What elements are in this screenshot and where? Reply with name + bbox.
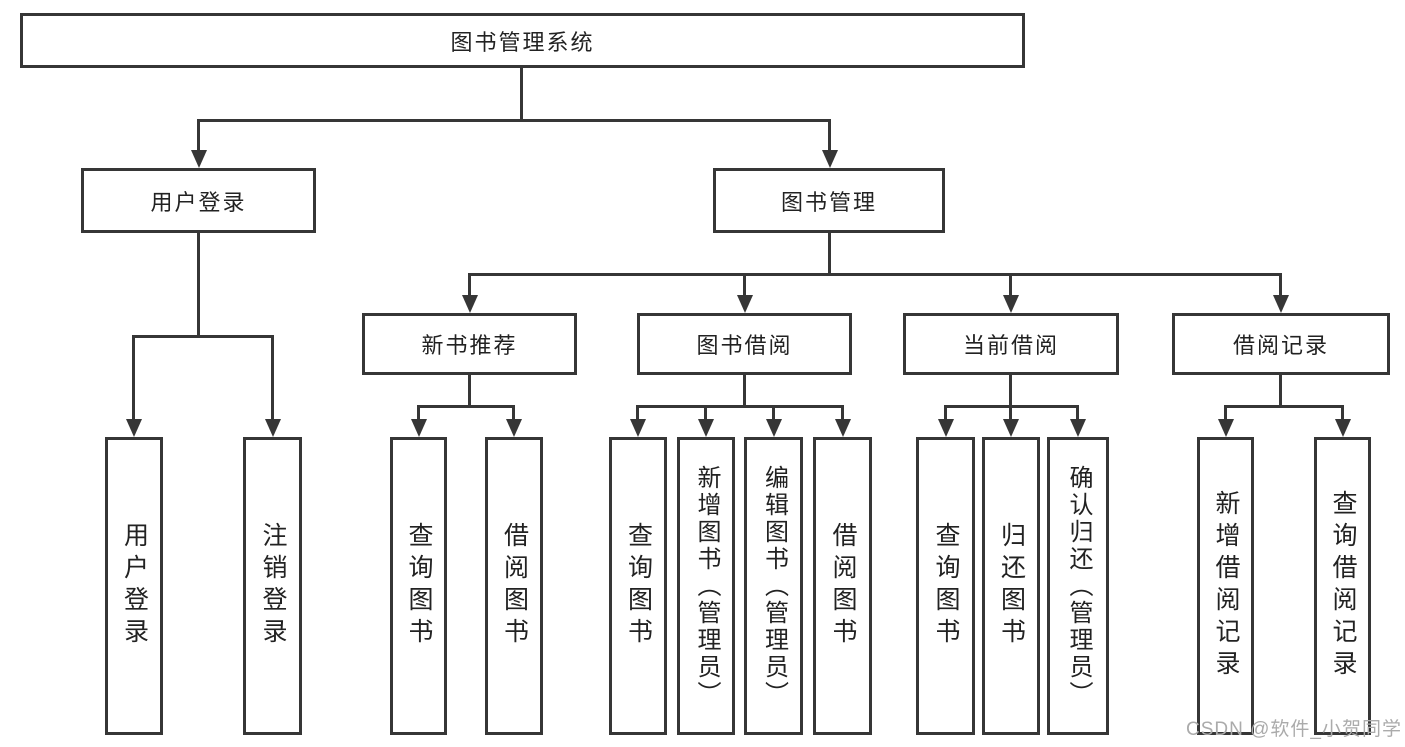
leaf-user-login: 用户登录 [105,437,163,735]
leaf-logout: 注销登录 [243,437,302,735]
arrow-cb-query [944,405,947,419]
leaf-nb-borrow-books: 借阅图书 [485,437,543,735]
node-new-book-recommend: 新书推荐 [362,313,577,375]
leaf-nb-query-books-label: 查询图书 [405,522,433,650]
arrow-to-book-management [828,119,831,150]
arrow-to-book-borrow [743,273,746,295]
node-book-borrow: 图书借阅 [637,313,852,375]
leaf-bb-add-books-admin: 新增图书（管理员） [677,437,735,735]
arrow-bb-edit [772,405,775,419]
leaf-nb-query-books: 查询图书 [390,437,447,735]
arrow-to-user-login [197,119,200,150]
connector-new-book-stem [468,375,471,407]
leaf-cb-confirm-return-admin: 确认归还（管理员） [1047,437,1109,735]
leaf-cb-return-books-label: 归还图书 [997,522,1026,650]
leaf-br-add-record: 新增借阅记录 [1197,437,1254,735]
connector-user-login-rail [132,335,274,338]
leaf-bb-borrow-books-label: 借阅图书 [829,522,857,650]
connector-book-management-stem [828,233,831,276]
leaf-cb-confirm-return-admin-label: 确认归还（管理员） [1065,464,1092,708]
leaf-bb-add-books-admin-label: 新增图书（管理员） [693,464,720,708]
connector-root-stem [520,68,523,122]
connector-borrow-record-stem [1279,375,1282,407]
connector-book-management-rail [468,273,1282,276]
arrow-br-query [1341,405,1344,419]
leaf-bb-query-books-label: 查询图书 [624,522,653,650]
node-borrow-record: 借阅记录 [1172,313,1390,375]
connector-root-rail [197,119,831,122]
arrow-to-borrow-record [1279,273,1282,295]
arrow-bb-add [704,405,707,419]
leaf-bb-edit-books-admin-label: 编辑图书（管理员） [760,464,788,708]
arrow-bb-query [636,405,639,419]
arrow-cb-confirm [1076,405,1079,419]
leaf-bb-edit-books-admin: 编辑图书（管理员） [744,437,803,735]
leaf-cb-query-books-label: 查询图书 [932,522,960,650]
node-library-management-system: 图书管理系统 [20,13,1025,68]
watermark: CSDN @软件_小贺同学 [1186,719,1402,740]
connector-user-login-stem [197,233,200,338]
arrow-nb-query [417,405,420,419]
leaf-br-query-record-label: 查询借阅记录 [1329,490,1357,682]
leaf-cb-return-books: 归还图书 [982,437,1040,735]
leaf-bb-query-books: 查询图书 [609,437,667,735]
leaf-user-login-label: 用户登录 [120,522,149,650]
leaf-br-query-record: 查询借阅记录 [1314,437,1371,735]
connector-book-borrow-stem [743,375,746,407]
leaf-nb-borrow-books-label: 借阅图书 [500,522,529,650]
arrow-cb-return [1009,405,1012,419]
arrow-to-logout-leaf [271,335,274,419]
arrow-to-current-borrow [1009,273,1012,295]
arrow-to-new-book-recommend [468,273,471,295]
connector-borrow-record-rail [1224,405,1344,408]
leaf-cb-query-books: 查询图书 [916,437,975,735]
node-user-login: 用户登录 [81,168,316,233]
connector-new-book-rail [417,405,515,408]
arrow-br-add [1224,405,1227,419]
arrow-nb-borrow [512,405,515,419]
node-current-borrow: 当前借阅 [903,313,1119,375]
connector-book-borrow-rail [636,405,844,408]
leaf-bb-borrow-books: 借阅图书 [813,437,872,735]
arrow-bb-borrow [841,405,844,419]
arrow-to-login-leaf [132,335,135,419]
leaf-logout-label: 注销登录 [259,522,287,650]
leaf-br-add-record-label: 新增借阅记录 [1212,490,1240,682]
connector-current-borrow-stem [1009,375,1012,407]
node-book-management: 图书管理 [713,168,945,233]
